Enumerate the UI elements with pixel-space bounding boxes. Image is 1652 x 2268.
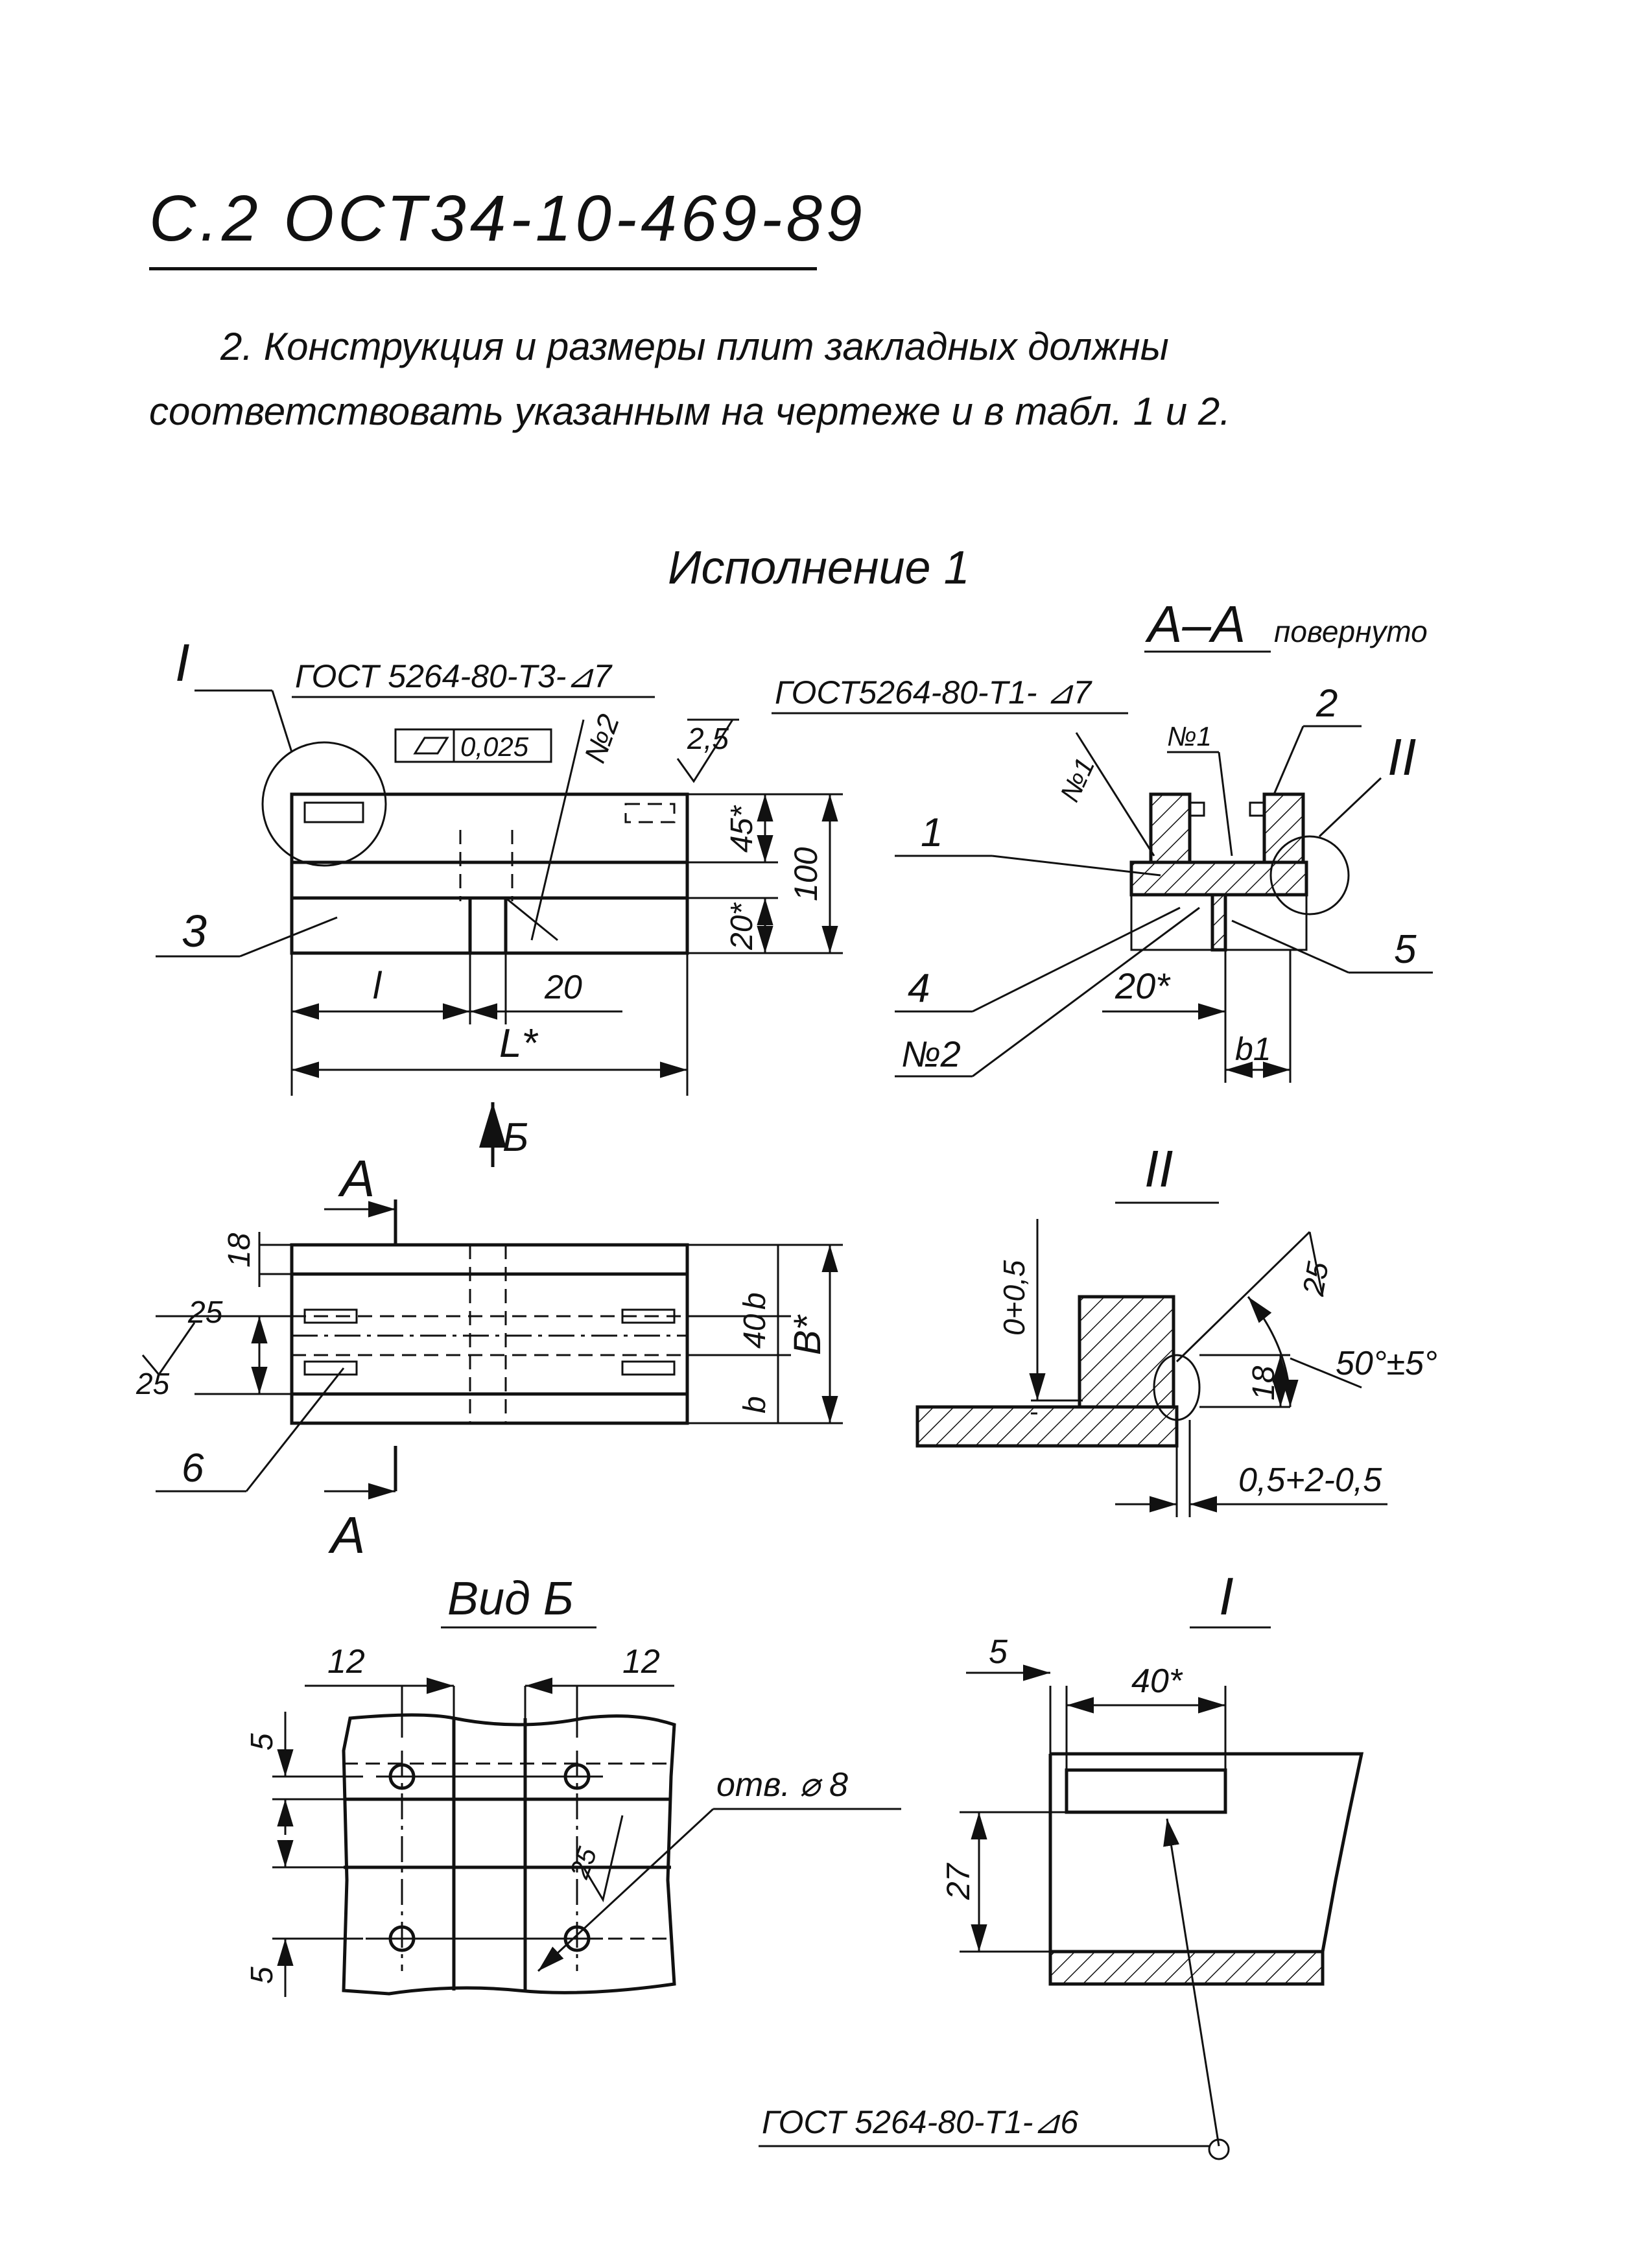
weld-label-detail: ГОСТ 5264-80-Т1-⊿6 <box>762 2104 1078 2140</box>
position-6: 6 <box>182 1446 204 1491</box>
roughness-25-plan: 25 <box>136 1367 170 1400</box>
dim-12-right: 12 <box>622 1643 660 1681</box>
roughness-25-viewB: 25 <box>563 1843 603 1884</box>
dim-5-bottom: 5 <box>245 1967 279 1984</box>
dim-20-section: 20* <box>1115 965 1171 1006</box>
view-B: Вид Б 12 12 <box>245 1573 901 1997</box>
dim-12-left: 12 <box>327 1643 365 1681</box>
paragraph-line-1: 2. Конструкция и размеры плит закладных … <box>220 325 1169 368</box>
roughness-25-detail: 25 <box>1295 1259 1334 1299</box>
hole-label: отв. ⌀ 8 <box>716 1766 848 1804</box>
header-underline <box>149 267 817 270</box>
dim-27: 27 <box>940 1862 976 1900</box>
dim-100: 100 <box>788 847 824 901</box>
weld-no2-label: №2 <box>578 710 626 768</box>
section-AA: А–А повернуто ГОСТ5264-80-Т1- ⊿7 II 2 №1… <box>772 595 1433 1083</box>
dim-0: 0+0,5 <box>997 1260 1031 1336</box>
document-header: С.2 ОСТ34-10-469-89 <box>149 182 866 255</box>
view-B-title: Вид Б <box>447 1573 574 1625</box>
dim-45: 45* <box>725 805 759 853</box>
flatness-value: 0,025 <box>460 731 529 762</box>
view-arrow-B: Б <box>502 1115 528 1160</box>
cut-label-A-top: А <box>338 1150 375 1207</box>
plate-outline <box>290 792 689 955</box>
callout-circle-I <box>261 741 387 867</box>
weld-label-top: ГОСТ 5264-80-Т3-⊿7 <box>295 658 613 694</box>
main-view: I ГОСТ 5264-80-Т3-⊿7 0,025 2,5 №2 3 45* <box>156 633 843 1167</box>
flatness-frame <box>394 728 552 763</box>
section-title: А–А <box>1145 595 1245 653</box>
position-1: 1 <box>921 810 943 855</box>
dim-20: 20 <box>544 969 582 1006</box>
dim-18: 18 <box>222 1233 257 1268</box>
position-2: 2 <box>1316 681 1338 725</box>
paragraph-line-2: соответствовать указанным на чертеже и в… <box>149 390 1231 433</box>
weld-label-section: ГОСТ5264-80-Т1- ⊿7 <box>775 674 1092 711</box>
execution-title: Исполнение 1 <box>668 542 970 594</box>
dim-b1: b1 <box>1235 1031 1271 1067</box>
angle-label: 50°±5° <box>1336 1345 1437 1382</box>
dim-b-top: b <box>738 1292 772 1310</box>
dim-L: L* <box>499 1021 538 1066</box>
section-title-suffix: повернуто <box>1274 615 1428 648</box>
dim-40-detail: 40* <box>1131 1662 1183 1700</box>
callout-label-I: I <box>175 633 190 692</box>
dim-40: 40 <box>738 1314 772 1349</box>
roughness-label: 2,5 <box>687 722 729 755</box>
dim-l: l <box>373 965 383 1007</box>
callout-circle-II <box>1269 835 1350 915</box>
cut-label-A-bottom: А <box>328 1506 365 1564</box>
dim-5-top: 5 <box>245 1733 279 1751</box>
detail-II-title: II <box>1144 1140 1173 1198</box>
dim-20v: 20* <box>725 903 759 951</box>
detail-I: I 5 40* 27 ГОСТ 5264-80-Т1-⊿6 <box>759 1567 1364 2160</box>
dim-5-detail: 5 <box>989 1633 1008 1671</box>
callout-label-II: II <box>1387 728 1416 786</box>
weld-no1b: №1 <box>1167 721 1212 751</box>
weld-no2-section: №2 <box>901 1034 961 1074</box>
plan-view: А А 18 25 25 b 40 b В* 6 <box>136 1150 843 1564</box>
gap-label: 0,5+2-0,5 <box>1238 1461 1382 1499</box>
dim-b-bottom: b <box>738 1396 772 1413</box>
plan-outline <box>290 1243 689 1425</box>
position-4: 4 <box>908 966 930 1011</box>
view-B-outline <box>342 1713 676 1996</box>
dim-18-detail: 18 <box>1247 1365 1281 1400</box>
position-3: 3 <box>182 906 207 956</box>
detail-II: II 0+0,5 25 50°±5° 18 0,5+2-0,5 <box>915 1140 1437 1517</box>
dim-B: В* <box>786 1314 829 1355</box>
position-5: 5 <box>1394 927 1417 972</box>
detail-I-title: I <box>1219 1567 1234 1626</box>
